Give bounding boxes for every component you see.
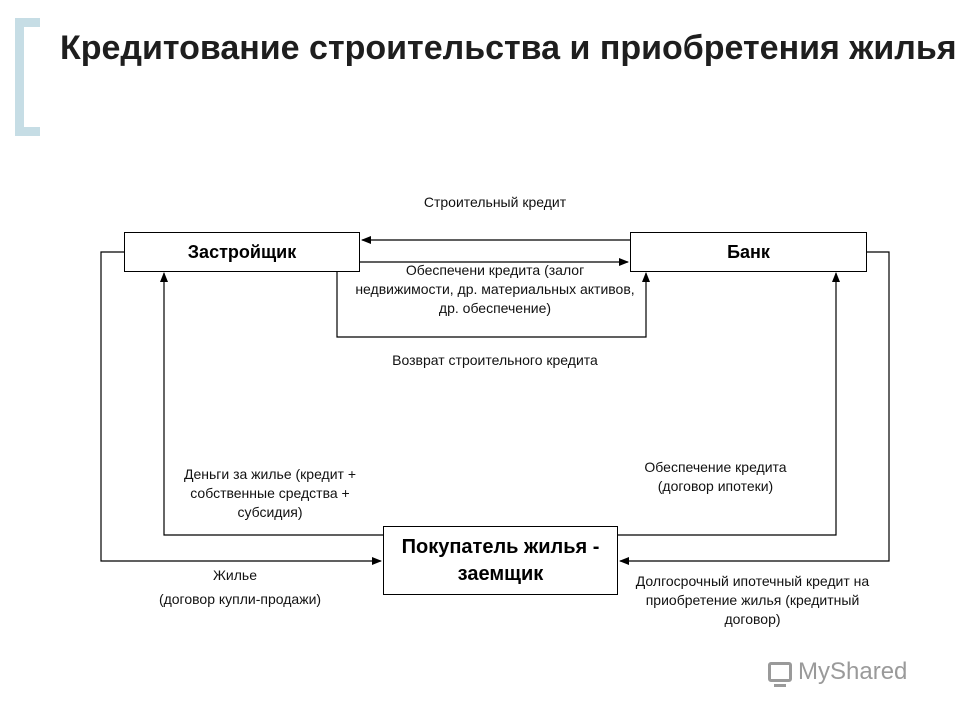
arrow-housing [100, 251, 382, 565]
arrow-credit-return [336, 271, 650, 338]
label-credit-return: Возврат строительного кредита [392, 352, 598, 368]
bank-box: Банк [630, 232, 867, 272]
title-bracket-decoration [15, 18, 40, 136]
label-construction-credit: Строительный кредит [423, 194, 567, 210]
slide-title: Кредитование строительства и приобретени… [60, 29, 957, 67]
arrow-mortgage-credit [619, 251, 890, 565]
developer-box: Застройщик [124, 232, 360, 272]
bank-label: Банк [727, 241, 770, 262]
label-credit-security: Обеспечение кредита (договор ипотеки) [644, 459, 787, 494]
label-housing: Жилье [213, 567, 257, 583]
label-credit-collateral: Обеспечени кредита (залог недвижимости, … [355, 262, 635, 316]
presentation-board-icon [768, 662, 792, 687]
myshared-logo: MyShared [768, 658, 908, 687]
label-sale-contract: (договор купли-продажи) [158, 591, 322, 607]
label-money-for-housing: Деньги за жилье (кредит + собственные ср… [183, 466, 357, 520]
buyer-label: Покупатель жилья - заемщик [401, 535, 600, 585]
label-mortgage-credit: Долгосрочный ипотечный кредит на приобре… [635, 573, 870, 627]
arrow-credit-security [618, 272, 840, 536]
developer-label: Застройщик [187, 241, 297, 262]
buyer-box: Покупатель жилья - заемщик [383, 526, 618, 595]
logo-text: MyShared [798, 658, 908, 685]
arrow-money-for-housing [160, 272, 383, 536]
